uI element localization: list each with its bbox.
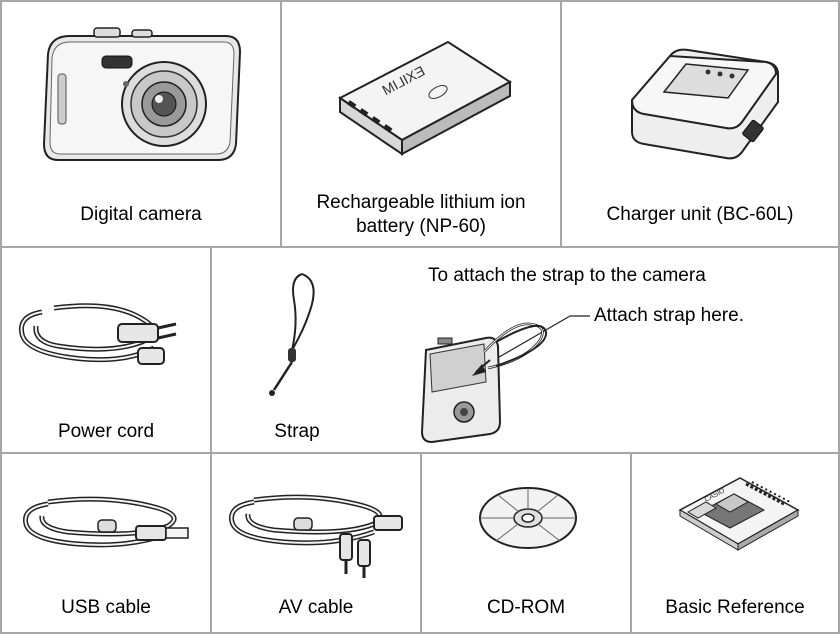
item-cd-rom: CD-ROM bbox=[420, 452, 632, 634]
item-power-cord: Power cord bbox=[0, 246, 212, 454]
cd-rom-illustration bbox=[479, 487, 577, 549]
power-cord-illustration bbox=[18, 303, 177, 365]
strap-attach-heading: To attach the strap to the camera bbox=[428, 265, 706, 286]
basic-reference-booklet-illustration: CASIO bbox=[678, 477, 800, 551]
label-charger: Charger unit (BC-60L) bbox=[606, 204, 794, 225]
item-basic-reference: CASIO Basic Reference bbox=[630, 452, 840, 634]
battery-illustration: EXILIM bbox=[338, 40, 512, 156]
charger-illustration bbox=[630, 48, 779, 160]
camera-strap-attachment-illustration bbox=[420, 322, 548, 444]
item-usb-cable: USB cable bbox=[0, 452, 212, 634]
strap-illustration bbox=[269, 273, 315, 396]
label-usb-cable: USB cable bbox=[61, 597, 151, 618]
label-strap: Strap bbox=[274, 421, 320, 442]
label-digital-camera: Digital camera bbox=[80, 204, 202, 225]
label-cd-rom: CD-ROM bbox=[486, 597, 566, 618]
item-strap: Strap To attach the strap to the camera … bbox=[210, 246, 840, 454]
label-battery-line2: battery (NP-60) bbox=[356, 216, 486, 237]
label-power-cord: Power cord bbox=[57, 421, 155, 442]
strap-attach-callout: Attach strap here. bbox=[594, 305, 744, 326]
usb-cable-illustration bbox=[22, 496, 189, 548]
item-charger: Charger unit (BC-60L) bbox=[560, 0, 840, 248]
label-basic-reference: Basic Reference bbox=[665, 597, 805, 618]
strap-callout-line bbox=[494, 315, 590, 361]
av-cable-illustration bbox=[228, 494, 403, 578]
label-av-cable: AV cable bbox=[278, 597, 354, 618]
digital-camera-illustration bbox=[42, 27, 242, 161]
item-digital-camera: Digital camera bbox=[0, 0, 282, 248]
item-av-cable: AV cable bbox=[210, 452, 422, 634]
item-battery: EXILIM Rechargeable lithium ion battery … bbox=[280, 0, 562, 248]
label-battery-line1: Rechargeable lithium ion bbox=[316, 192, 526, 213]
